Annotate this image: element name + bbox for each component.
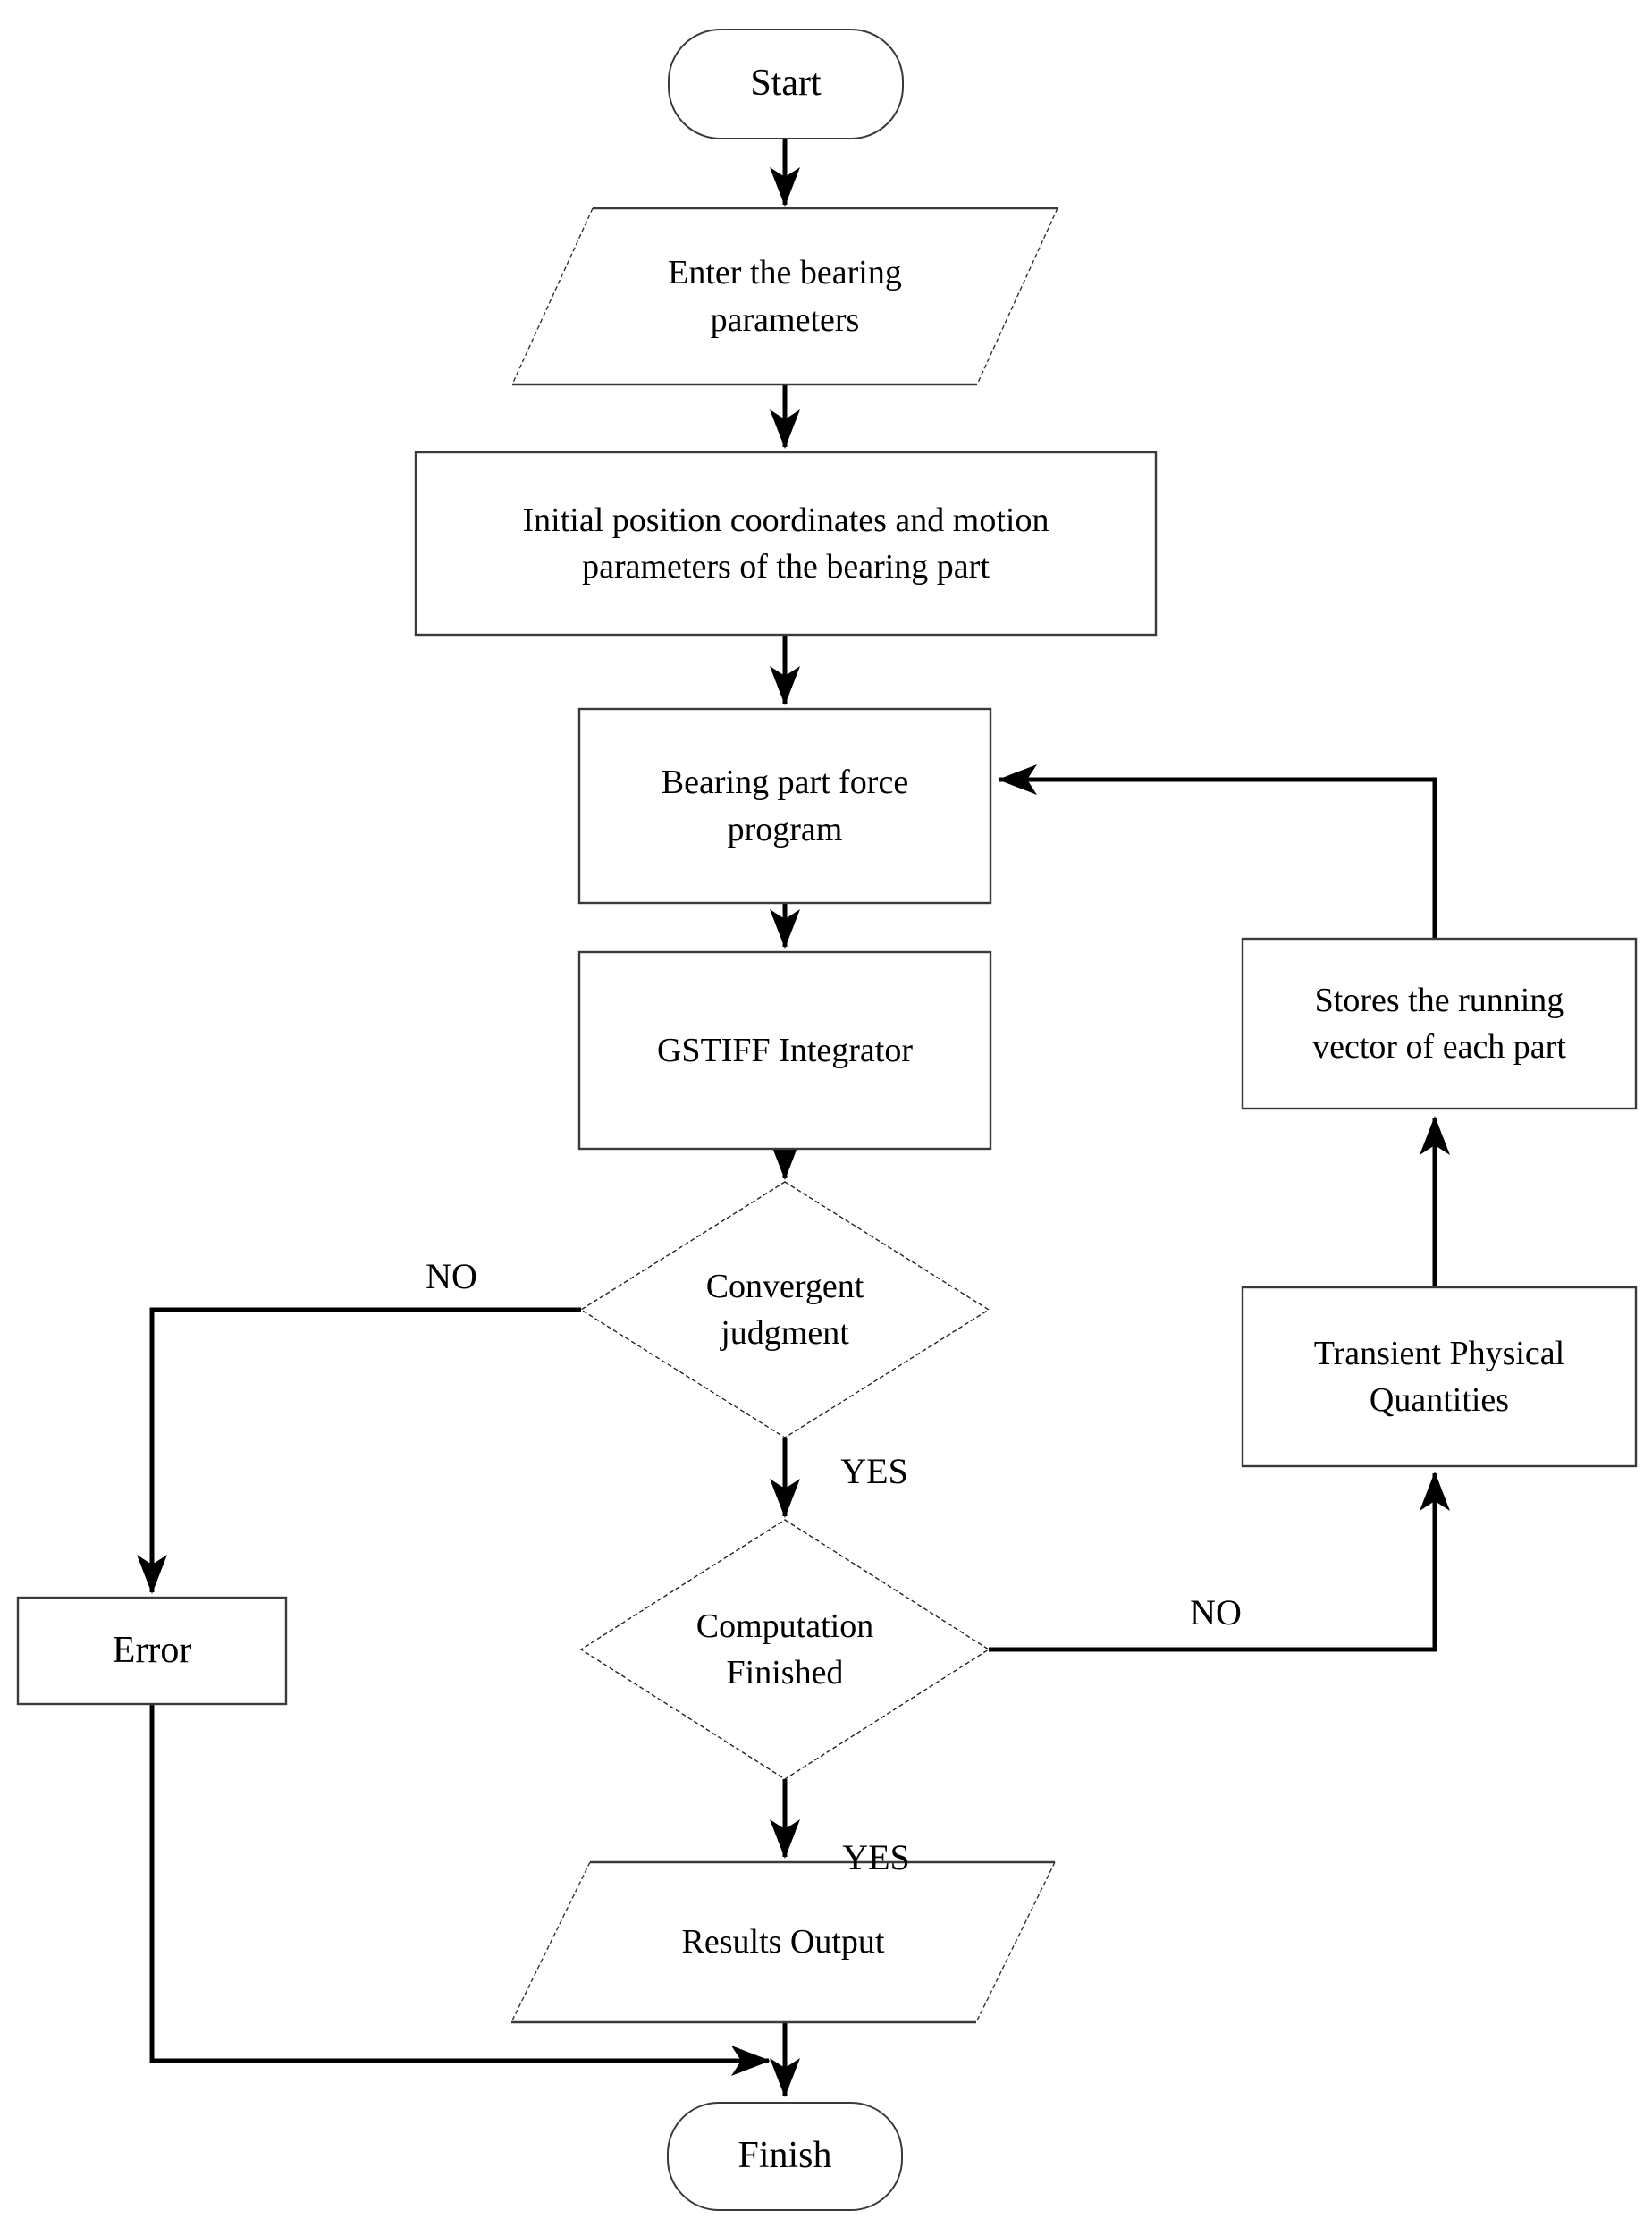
gstiff-node-label: GSTIFF Integrator: [656, 1031, 914, 1069]
arrow-convergent-no-to-error: [137, 1307, 581, 1594]
stores-node-shape: [1241, 937, 1638, 1110]
force-node-label: Bearing part force program: [661, 763, 909, 848]
transient-node-label: Transient Physical Quantities: [1313, 1334, 1565, 1419]
convergent-no-label: NO: [426, 1255, 477, 1296]
finish-node-label: Finish: [738, 2135, 832, 2177]
convergent-node-label: Convergent judgment: [705, 1267, 864, 1352]
arrow-error-to-finish-junction: [149, 1704, 771, 2076]
arrow-computation-no-to-transient: [989, 1472, 1450, 1652]
convergent-node-shape: [579, 1181, 990, 1438]
force-node-shape: [577, 707, 992, 905]
stores-node-label: Stores the running vector of each part: [1312, 981, 1566, 1066]
enter-node-shape-horizontals: [512, 207, 1058, 386]
convergent-yes-label: YES: [840, 1450, 908, 1491]
computation-node-label: Computation Finished: [695, 1607, 874, 1691]
gstiff-node-shape: [577, 950, 992, 1151]
error-node-label: Error: [112, 1629, 192, 1671]
results-node-label: Results Output: [681, 1923, 885, 1961]
results-node-shape-slants: [510, 1861, 1056, 2023]
transient-node-shape: [1241, 1286, 1638, 1468]
start-node-label: Start: [750, 63, 822, 105]
flow-arrows: [137, 139, 1450, 2097]
arrow-stores-to-force-feedback: [998, 764, 1437, 939]
results-node-shape-horizontals: [511, 1860, 1055, 2024]
error-node-shape: [16, 1596, 288, 1706]
finish-node-shape: [667, 2102, 903, 2211]
computation-no-label: NO: [1190, 1591, 1242, 1632]
enter-node-label: Enter the bearing parameters: [668, 254, 902, 339]
enter-node-shape-slants: [511, 207, 1058, 385]
computation-node-shape: [579, 1519, 990, 1780]
init-node-label: Initial position coordinates and motion …: [522, 501, 1049, 586]
start-node-shape: [668, 29, 904, 139]
init-node-shape: [414, 451, 1158, 637]
computation-yes-label: YES: [842, 1836, 910, 1877]
